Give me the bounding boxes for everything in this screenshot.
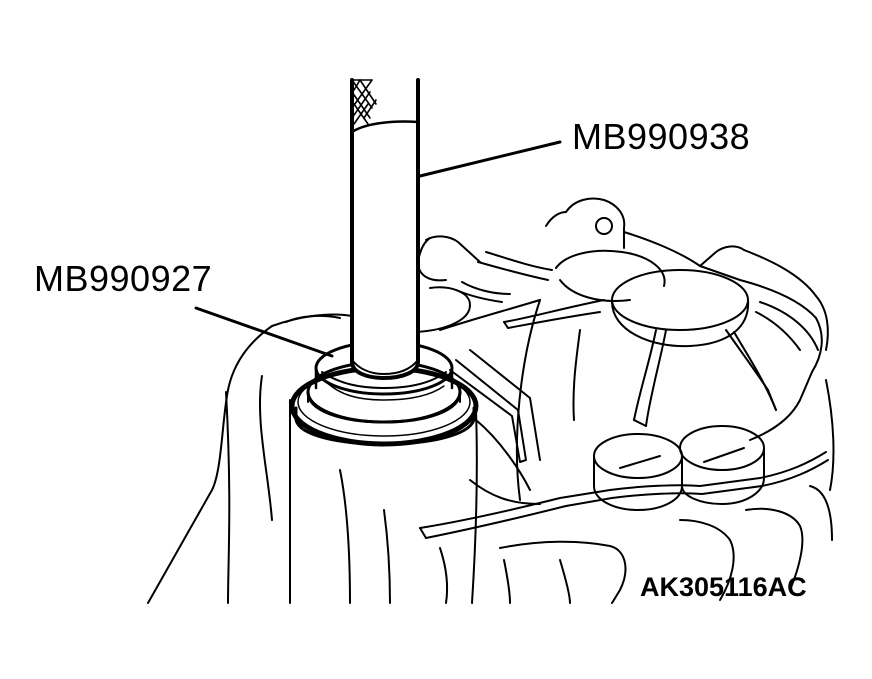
housing: [148, 199, 833, 604]
side-bosses: [594, 426, 764, 510]
leader-mb990938: [420, 142, 560, 176]
mounting-ear: [566, 199, 624, 249]
rear-cover: [556, 251, 665, 286]
parting-flange-inner: [426, 460, 828, 538]
parting-flange-outer: [420, 452, 826, 528]
figure-id: AK305116AC: [640, 572, 807, 602]
boss-right-top: [680, 426, 764, 470]
knurled-grip: [352, 80, 376, 124]
handle-shaft: [352, 80, 418, 378]
handle-mb990938: [352, 80, 418, 378]
housing-left-edge: [148, 326, 272, 603]
leader-lines: [196, 142, 560, 356]
cover-dome: [612, 270, 748, 330]
bore-wall-right: [472, 410, 477, 603]
callout-mb990927: MB990927: [34, 258, 213, 299]
leader-mb990927: [196, 308, 332, 356]
boss-left-top: [594, 434, 682, 478]
callout-mb990938: MB990938: [572, 116, 751, 157]
